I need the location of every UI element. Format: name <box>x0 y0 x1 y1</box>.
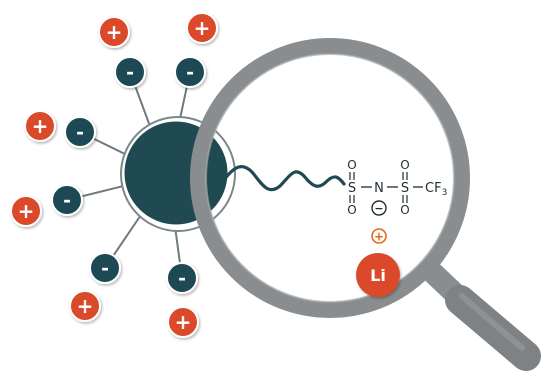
anion-bead: - <box>114 56 146 88</box>
anion-symbol: - <box>101 258 109 280</box>
cf3-main: CF <box>425 181 442 196</box>
cf3-subscript: 3 <box>442 188 448 198</box>
oxygen-label: O <box>347 203 356 217</box>
anion-bead: - <box>64 116 96 148</box>
lithium-label: Li <box>370 266 386 285</box>
anion-symbol: - <box>63 190 71 212</box>
oxygen-label: O <box>400 203 409 217</box>
negative-charge-symbol: − <box>374 202 383 215</box>
positive-charge-symbol: + <box>374 230 384 244</box>
negative-charge-icon: − <box>371 200 387 216</box>
oxygen-label: O <box>400 158 409 172</box>
anion-bead: - <box>51 184 83 216</box>
lithium-ion: Li <box>356 253 400 297</box>
cation-beads: + + + + + + <box>10 12 218 338</box>
sulfur-label: S <box>401 181 409 196</box>
magnifying-glass-icon <box>190 38 541 371</box>
anion-symbol: - <box>186 62 194 84</box>
anion-symbol: - <box>126 62 134 84</box>
anion-bead: - <box>174 56 206 88</box>
cation-bead: + <box>167 306 199 338</box>
cation-bead: + <box>10 195 42 227</box>
cation-symbol: + <box>32 114 49 138</box>
cation-bead: + <box>186 12 218 44</box>
anion-symbol: - <box>178 268 186 290</box>
positive-charge-icon: + <box>371 228 387 244</box>
anion-bead: - <box>166 262 198 294</box>
anion-bead: - <box>89 252 121 284</box>
cation-bead: + <box>98 16 130 48</box>
cation-bead: + <box>69 290 101 322</box>
nitrogen-label: N <box>374 181 384 196</box>
anion-symbol: - <box>76 122 84 144</box>
cation-symbol: + <box>106 20 123 44</box>
polymer-chain <box>220 165 346 192</box>
trifluoromethyl-label: CF3 <box>425 181 447 198</box>
sulfur-label: S <box>348 181 356 196</box>
polymer-core <box>120 116 236 232</box>
cation-symbol: + <box>77 294 94 318</box>
anion-beads: - - - - - - <box>51 56 206 294</box>
tfsi-structure: O S O N O S O CF3 − + <box>347 158 447 244</box>
cation-symbol: + <box>175 310 192 334</box>
oxygen-label: O <box>347 158 356 172</box>
cation-bead: + <box>24 110 56 142</box>
cation-symbol: + <box>18 199 35 223</box>
cation-symbol: + <box>194 16 211 40</box>
